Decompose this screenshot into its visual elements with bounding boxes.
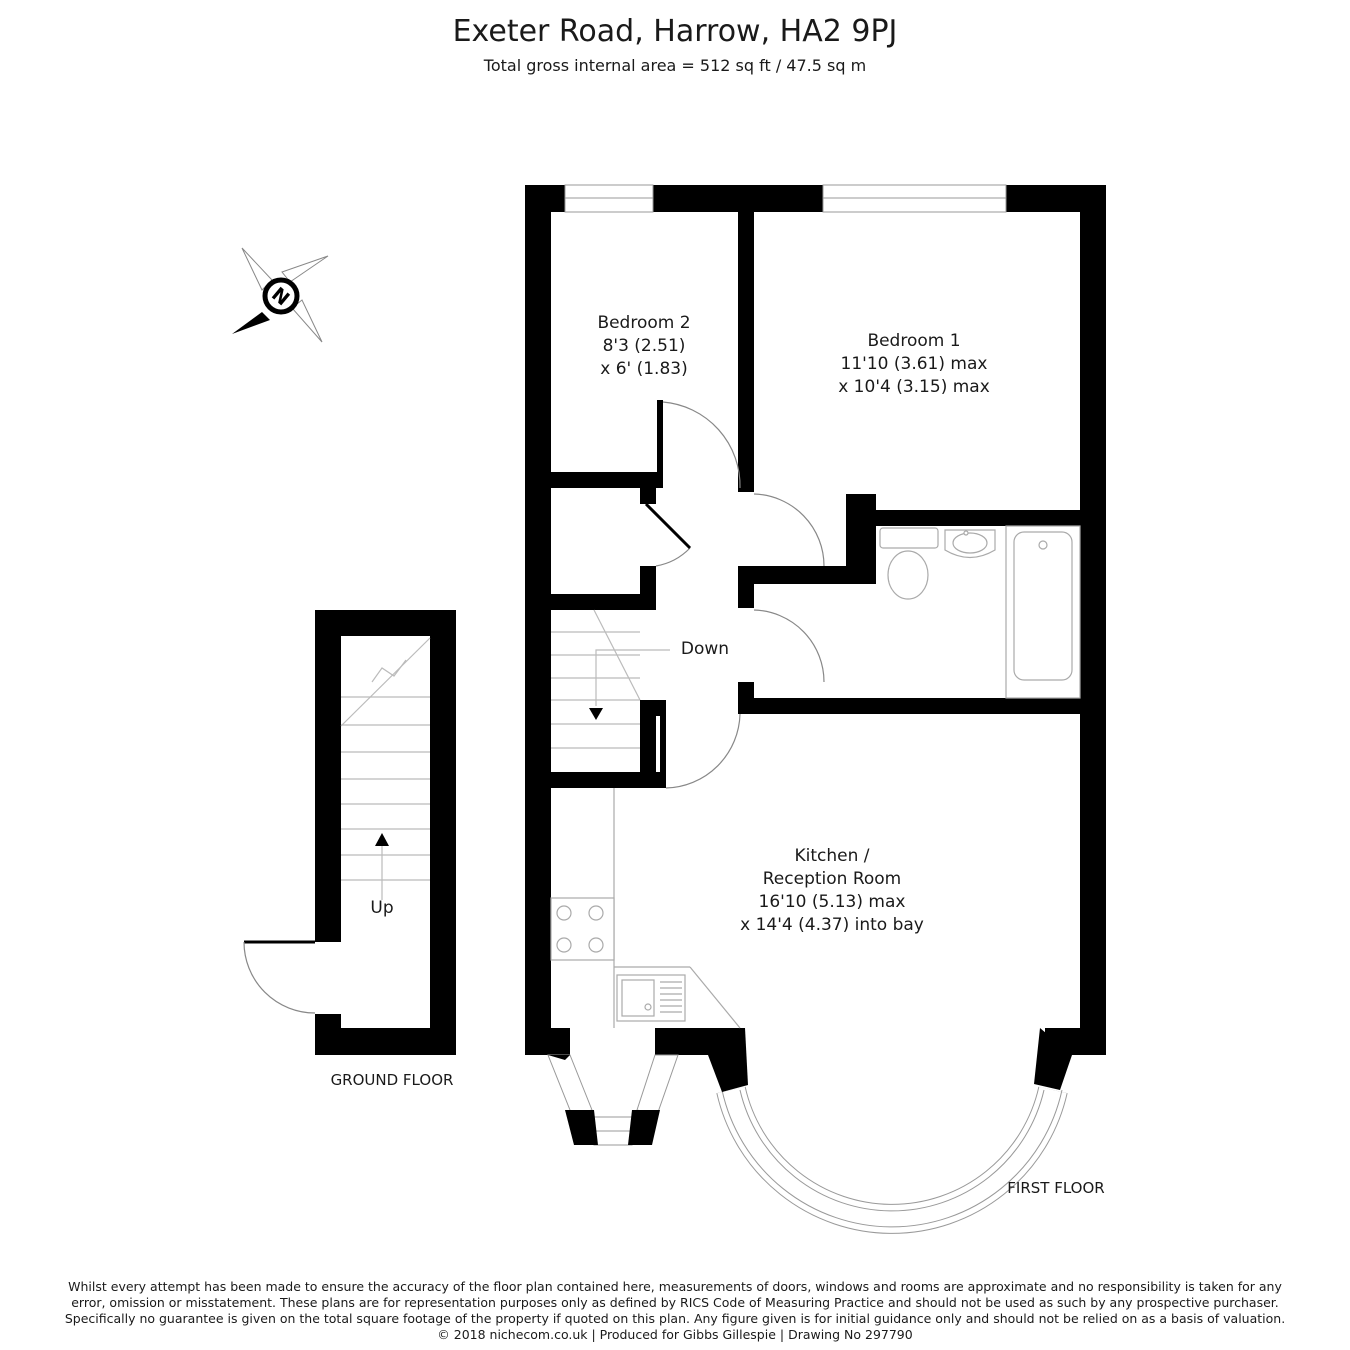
kitchen-dim2: x 14'4 (4.37) into bay	[740, 915, 924, 935]
bedroom1-name: Bedroom 1	[867, 331, 960, 351]
copyright-line: © 2018 nichecom.co.uk | Produced for Gib…	[437, 1327, 913, 1342]
ground-stairs	[340, 637, 431, 900]
small-bay-window	[547, 1054, 679, 1146]
plan-title: Exeter Road, Harrow, HA2 9PJ	[452, 14, 898, 49]
disclaimer-line: Specifically no guarantee is given on th…	[64, 1311, 1286, 1326]
kitchen-name2: Reception Room	[763, 869, 901, 889]
compass-icon: N	[232, 247, 329, 343]
first-floor: Down	[525, 184, 1106, 1234]
bathroom-fixtures	[879, 525, 1081, 699]
up-label: Up	[370, 898, 393, 918]
doors	[655, 401, 825, 789]
first-stairs	[551, 609, 670, 749]
disclaimer: Whilst every attempt has been made to en…	[40, 1279, 1310, 1343]
disclaimer-line: Whilst every attempt has been made to en…	[68, 1279, 1282, 1294]
kitchen-name1: Kitchen /	[794, 846, 869, 866]
bedroom2-name: Bedroom 2	[597, 313, 690, 333]
down-arrow-icon	[589, 708, 603, 720]
disclaimer-line: error, omission or misstatement. These p…	[71, 1295, 1279, 1310]
up-arrow-icon	[375, 833, 389, 846]
bedroom2-dim2: x 6' (1.83)	[600, 359, 687, 379]
bedroom1-dim1: 11'10 (3.61) max	[841, 354, 988, 374]
bedroom1-dim2: x 10'4 (3.15) max	[838, 377, 990, 397]
bedroom2-dim1: 8'3 (2.51)	[603, 336, 686, 356]
kitchen-dim1: 16'10 (5.13) max	[759, 892, 906, 912]
first-floor-label: FIRST FLOOR	[1007, 1179, 1104, 1197]
ground-floor-label: GROUND FLOOR	[331, 1071, 454, 1089]
ground-floor: Up GROUND FLOOR	[243, 610, 456, 1089]
gross-area: Total gross internal area = 512 sq ft / …	[483, 56, 867, 75]
kitchen-fixtures	[550, 788, 741, 1029]
down-label: Down	[681, 639, 729, 659]
bay-window	[708, 1028, 1072, 1234]
